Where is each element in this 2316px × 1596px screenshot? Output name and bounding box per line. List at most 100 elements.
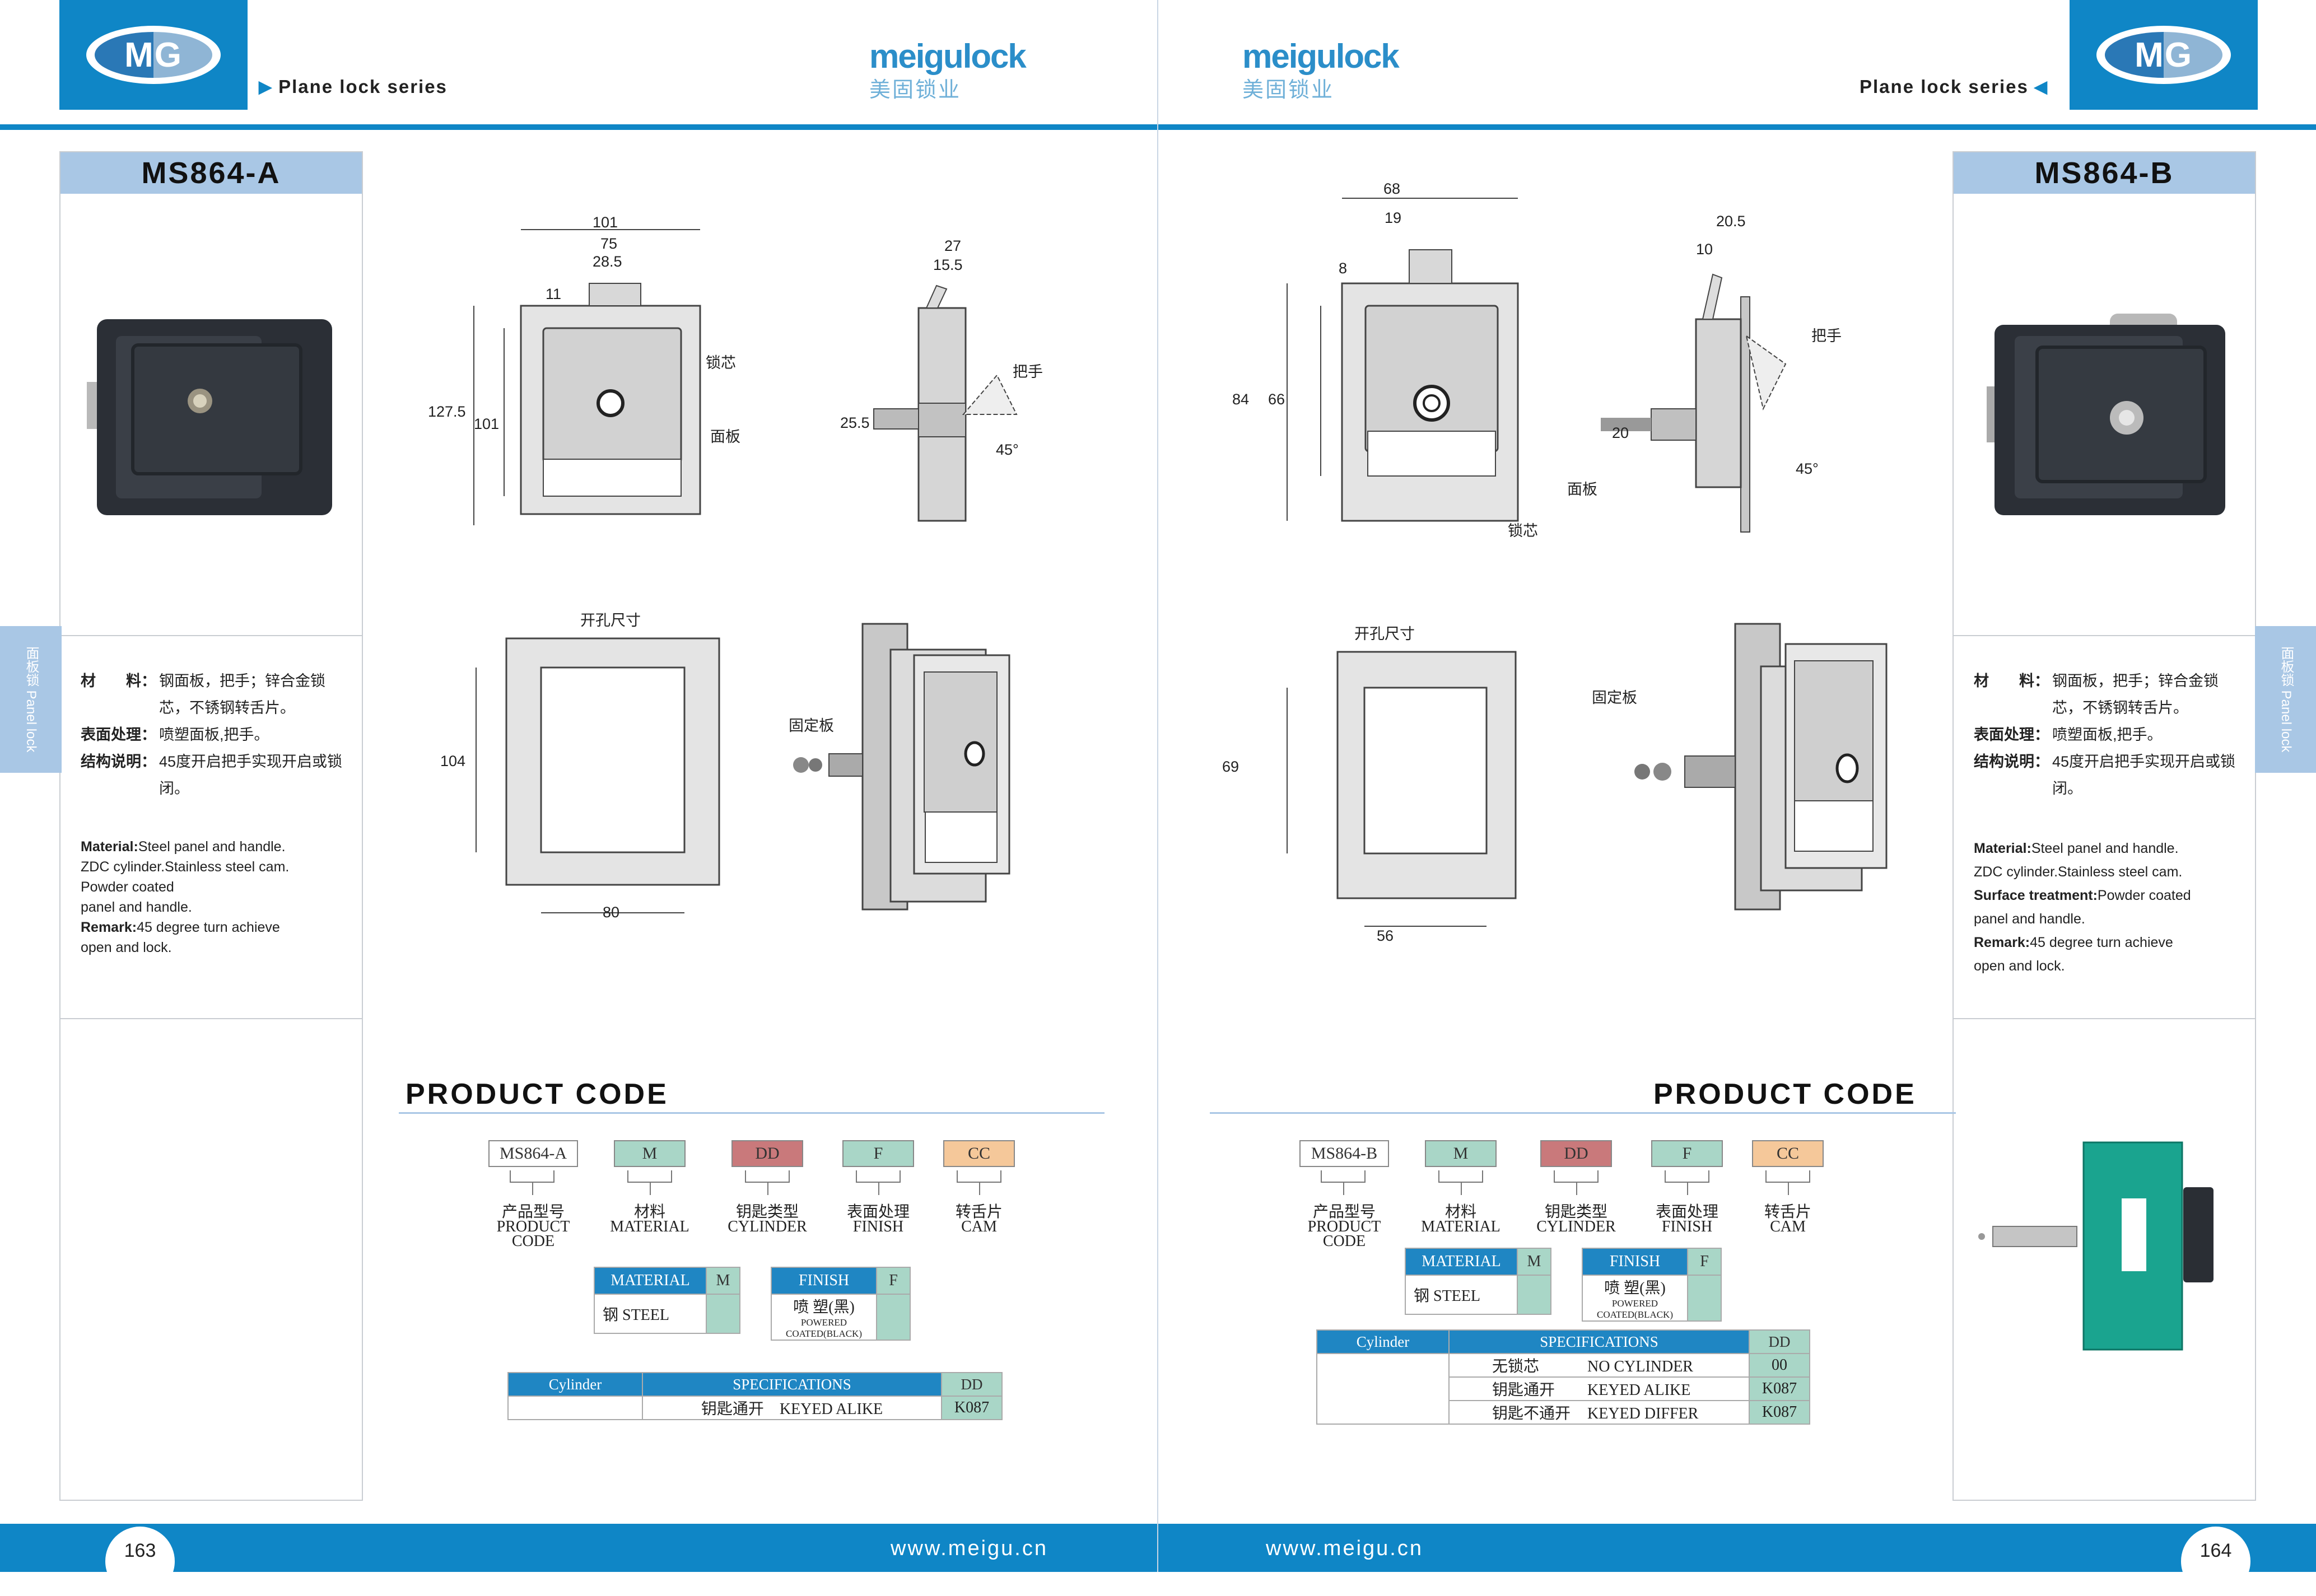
dim-label: 101 [593,214,618,231]
callout-label: 把手 [1013,363,1043,380]
spec-key: 材 料： [81,673,156,689]
website-link[interactable]: www.meigu.cn [891,1537,1048,1560]
dim-label: 28.5 [593,253,622,270]
header-rule [1158,124,2316,130]
page-number: 163 [105,1527,175,1596]
callout-label: 面板 [1567,481,1597,498]
code-box-model: MS864-B [1299,1140,1389,1167]
series-label: ▶ Plane lock series [259,76,448,97]
product-code-rule [1210,1112,1956,1114]
mg-logo: MG [2070,0,2258,110]
dim-label: 45° [1796,460,1819,477]
code-box-cylinder: DD [731,1140,803,1167]
spine [1157,0,1159,1572]
side-tab: 面板锁 Panel lock [0,626,62,773]
brand-logo: meigulock 美固锁业 [869,38,1027,102]
cutout-title: 开孔尺寸 [1354,626,1415,642]
triangle-left-icon: ◀ [2034,77,2048,96]
footer-bar [1158,1524,2316,1572]
dim-label: 27 [944,237,962,254]
code-box-material: M [1425,1140,1497,1167]
dim-label: 8 [1339,260,1348,277]
code-box-material: M [614,1140,686,1167]
dim-label: 15.5 [933,256,963,273]
header-rule [0,124,1158,130]
dim-label: 84 [1232,391,1250,408]
dim-label: 11 [546,286,562,302]
product-code-rule [399,1112,1105,1114]
dim-label: 10 [1696,241,1713,258]
right-page: MG Plane lock series ◀ meigulock 美固锁业 MS… [1158,0,2316,1596]
page-number: 164 [2181,1527,2250,1596]
left-page: MG ▶ Plane lock series meigulock 美固锁业 MS… [0,0,1158,1596]
dim-label: 66 [1268,391,1285,408]
dim-label: 19 [1385,209,1402,226]
footer-bar [0,1524,1158,1572]
mg-logo: MG [59,0,248,110]
mounting-illustration [1954,1019,2255,1501]
dim-label: 104 [440,753,466,769]
spec-value: 钢面板，把手；锌合金锁芯，不锈钢转舌片。 [159,673,325,716]
spec-english: Material:Steel panel and handle. ZDC cyl… [1974,841,2191,974]
callout-label: 固定板 [1592,689,1637,706]
cutout-title: 开孔尺寸 [580,612,641,629]
spec-key: 结构说明： [81,753,156,770]
dim-label: 75 [600,235,618,252]
model-title: MS864-B [1954,152,2255,194]
spec-value: 喷塑面板,把手。 [2052,726,2163,743]
triangle-right-icon: ▶ [259,77,273,96]
callout-label: 固定板 [789,717,834,734]
dim-label: 80 [603,904,620,921]
dim-label: 45° [996,441,1019,458]
spec-key: 表面处理： [1974,726,2049,743]
model-title: MS864-A [60,152,362,194]
callout-label: 面板 [710,428,740,445]
website-link[interactable]: www.meigu.cn [1266,1537,1423,1560]
spec-key: 材 料： [1974,673,2049,689]
spec-section: 材 料：钢面板，把手；锌合金锁芯，不锈钢转舌片。 表面处理：喷塑面板,把手。 结… [60,636,362,1019]
spec-value: 钢面板，把手；锌合金锁芯，不锈钢转舌片。 [2052,673,2219,716]
side-tab: 面板锁 Panel lock [2255,626,2316,773]
callout-label: 锁芯 [1508,522,1538,539]
spec-key: 结构说明： [1974,753,2049,770]
model-panel: MS864-A 材 料：钢面板，把手；锌合金锁芯，不锈钢转舌片。 表面处理：喷塑… [59,151,363,1501]
product-photo [1954,194,2255,636]
product-photo [60,194,362,636]
spec-value: 喷塑面板,把手。 [159,726,269,743]
dim-label: 69 [1222,758,1239,775]
code-box-cylinder: DD [1540,1140,1612,1167]
spec-section: 材 料：钢面板，把手；锌合金锁芯，不锈钢转舌片。 表面处理：喷塑面板,把手。 结… [1954,636,2255,1019]
spec-value: 45度开启把手实现开启或锁闭。 [159,753,343,797]
callout-label: 锁芯 [706,354,736,371]
dim-label: 127.5 [428,403,466,420]
brand-logo: meigulock 美固锁业 [1242,38,1400,102]
dim-label: 56 [1377,927,1394,944]
code-box-cam: CC [1752,1140,1824,1167]
model-panel: MS864-B 材 料：钢面板，把手；锌合金锁芯，不锈钢转舌片。 表面处理：喷塑… [1952,151,2256,1501]
spec-key: 表面处理： [81,726,156,743]
spec-english: Material:Steel panel and handle. ZDC cyl… [81,839,290,955]
code-box-finish: F [1651,1140,1723,1167]
code-box-model: MS864-A [488,1140,578,1167]
dim-label: 20 [1612,424,1629,441]
series-label: Plane lock series ◀ [1860,76,2048,97]
dim-label: 20.5 [1716,213,1746,230]
spec-value: 45度开启把手实现开启或锁闭。 [2052,753,2236,797]
dim-label: 68 [1383,180,1401,197]
